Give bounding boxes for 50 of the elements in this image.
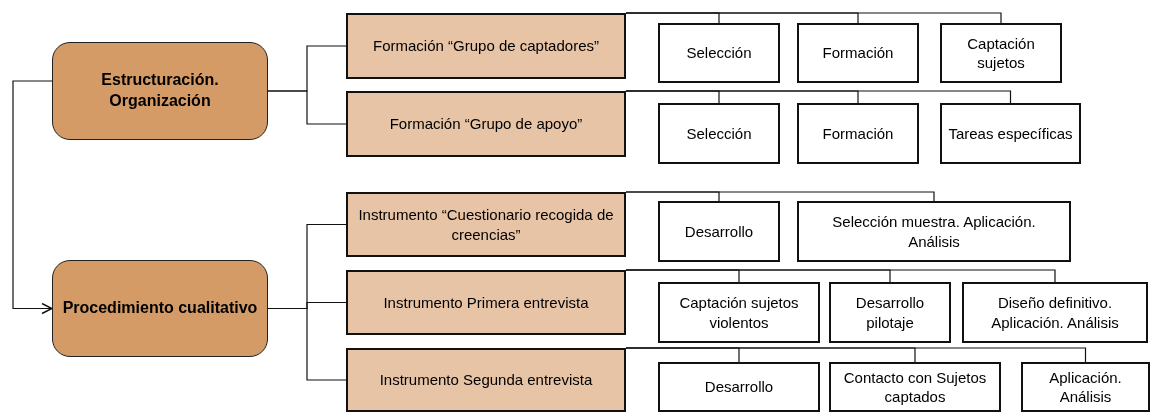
connector-line	[625, 347, 1087, 363]
node-label: Diseño definitivo. Aplicación. Análisis	[990, 293, 1120, 332]
task-box	[1021, 362, 1150, 412]
task-box	[658, 282, 820, 343]
connector-line	[625, 269, 1056, 283]
node-label: Tareas específicas	[947, 123, 1074, 144]
stage-box	[346, 192, 626, 257]
task-box	[797, 23, 919, 83]
node-label: Captación sujetos	[966, 33, 1036, 73]
task-box	[940, 103, 1081, 164]
node-label: Formación	[821, 43, 895, 63]
task-box	[658, 362, 820, 412]
node-label: Estructuración. Organización	[100, 70, 220, 111]
node-label: Formación	[821, 123, 895, 144]
connector-line	[12, 80, 53, 315]
stage-box	[346, 348, 626, 412]
node-label: Selección	[685, 123, 753, 144]
task-box	[962, 282, 1148, 343]
node-label: Desarrollo	[683, 221, 755, 242]
node-label: Instrumento “Cuestionario recogida de creencias”	[357, 205, 615, 244]
node-label: Instrumento Primera entrevista	[382, 292, 590, 313]
task-box	[940, 23, 1062, 83]
stage-box	[346, 13, 626, 79]
stage-box	[346, 270, 626, 335]
node-label: Formación “Grupo de apoyo”	[388, 114, 584, 134]
connector-line	[625, 90, 1012, 104]
node-label: Selección muestra. Aplicación. Análisis	[831, 212, 1037, 251]
task-box	[797, 201, 1071, 262]
node-label: Instrumento Segunda entrevista	[378, 370, 594, 390]
task-box	[658, 103, 780, 164]
stage-box	[346, 91, 626, 157]
connector-line	[267, 90, 347, 125]
task-box	[658, 23, 780, 83]
node-label: Desarrollo pilotaje	[854, 293, 926, 332]
category-box	[52, 42, 268, 140]
task-box	[829, 282, 951, 343]
connector-line	[625, 191, 935, 202]
node-label: Contacto con Sujetos captados	[842, 367, 988, 407]
category-box	[52, 260, 268, 357]
node-label: Aplicación. Análisis	[1048, 367, 1123, 407]
task-box	[658, 201, 780, 262]
node-label: Captación sujetos violentos	[678, 293, 800, 332]
connector-line	[625, 12, 1002, 24]
node-label: Selección	[685, 43, 753, 63]
task-box	[829, 362, 1001, 412]
node-label: Procedimiento cualitativo	[61, 298, 259, 319]
node-label: Desarrollo	[703, 377, 775, 397]
task-box	[797, 103, 919, 164]
node-label: Formación “Grupo de captadores”	[372, 36, 600, 56]
connector-line	[267, 307, 347, 381]
